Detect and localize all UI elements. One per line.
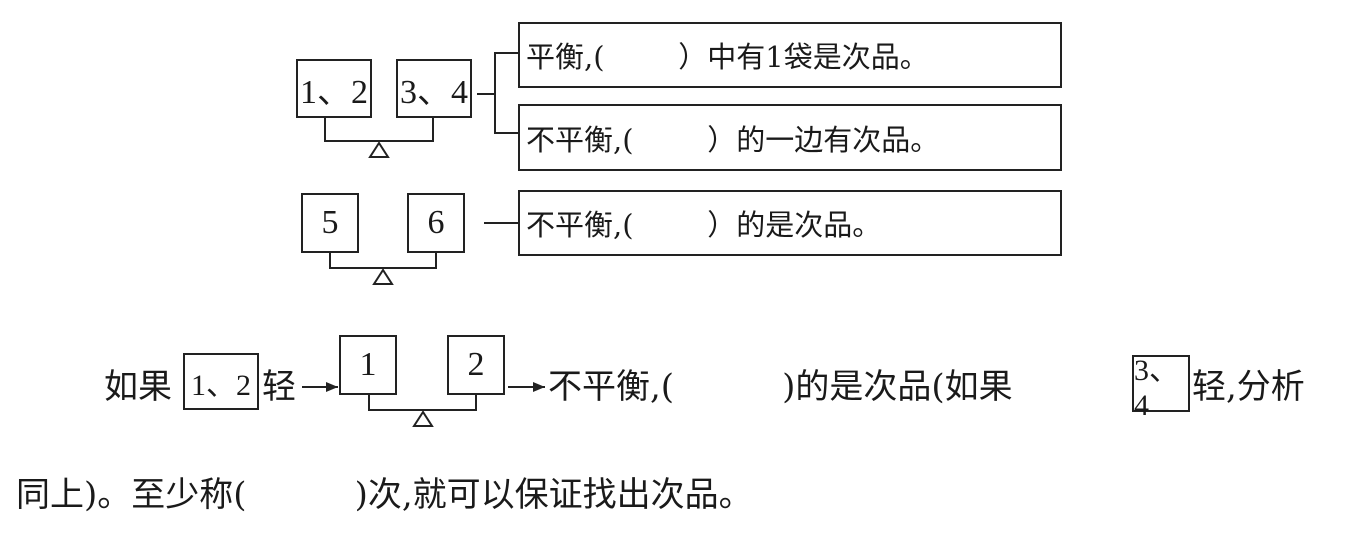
outcome-balanced: 平衡,( ）中有1袋是次品。 — [518, 22, 1062, 88]
pan-left-1: 1 — [339, 335, 397, 395]
condition-box: 1、2 — [183, 353, 259, 410]
pan-label: 6 — [427, 204, 445, 241]
pan-right-3-4: 3、4 — [396, 59, 472, 118]
step3-prefix: 如果 — [104, 367, 172, 407]
pan-right-6: 6 — [407, 193, 465, 253]
condition-label: 1、2 — [191, 368, 251, 402]
pan-label: 1、2 — [300, 74, 368, 111]
arrow-right-icon — [533, 382, 545, 392]
pan-left-5: 5 — [301, 193, 359, 253]
pan-label: 5 — [321, 204, 339, 241]
outcome-text: 平衡,( ）中有1袋是次品。 — [526, 40, 929, 74]
pan-left-1-2: 1、2 — [296, 59, 372, 118]
outcome-text: 不平衡,( ）的一边有次品。 — [526, 122, 940, 157]
alt-condition-label: 3、4 — [1134, 353, 1179, 422]
pan-label: 3、4 — [400, 74, 468, 111]
outcome-step2: 不平衡,( ）的是次品。 — [518, 190, 1062, 256]
alt-condition-box: 3、4 — [1132, 354, 1190, 422]
step3-result: 不平衡,( )的是次品(如果 — [548, 367, 1013, 407]
pan-label: 2 — [467, 346, 485, 383]
fulcrum-icon — [412, 410, 434, 427]
alt-suffix: 轻,分析 — [1192, 367, 1305, 407]
conclusion-text: 同上)。至少称( )次,就可以保证找出次品。 — [16, 475, 753, 515]
pan-right-2: 2 — [447, 335, 505, 395]
fulcrum-icon — [372, 268, 394, 285]
condition-suffix: 轻 — [262, 367, 296, 407]
outcome-unbalanced: 不平衡,( ）的一边有次品。 — [518, 104, 1062, 171]
pan-label: 1 — [359, 346, 377, 383]
arrow-right-icon — [326, 382, 338, 392]
outcome-text: 不平衡,( ）的是次品。 — [526, 208, 882, 242]
fulcrum-icon — [368, 141, 390, 158]
